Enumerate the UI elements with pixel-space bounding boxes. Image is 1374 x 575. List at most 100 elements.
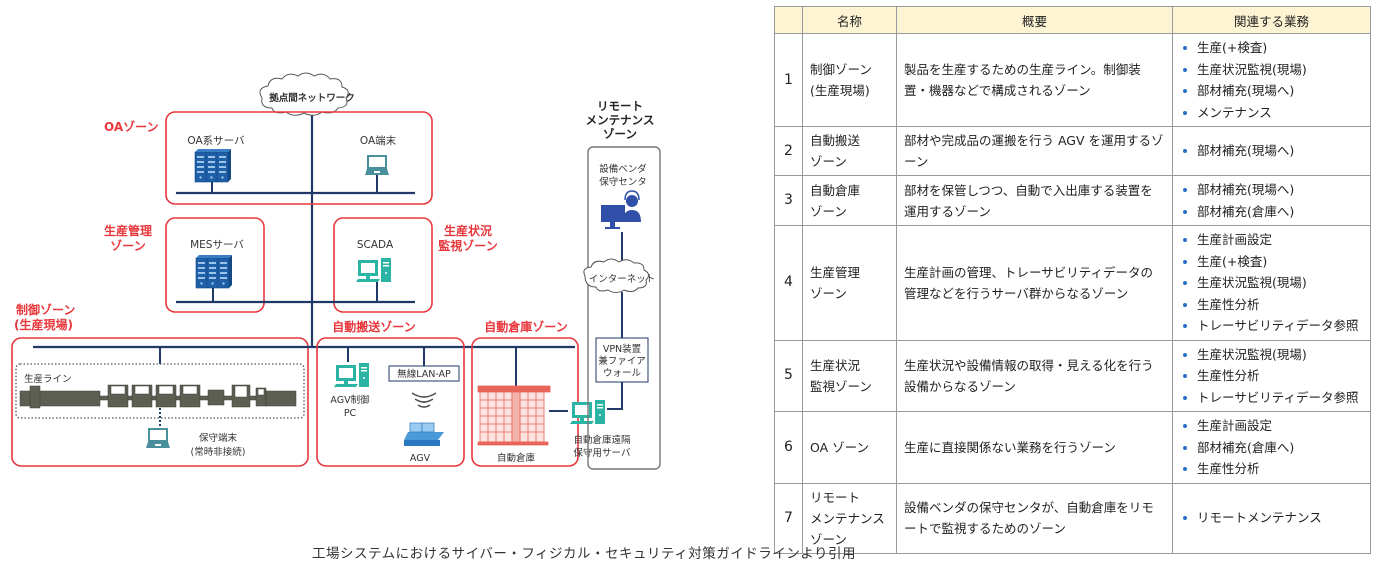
- vendor-center-label: 設備ベンダ: [599, 163, 647, 175]
- maintenance-terminal-label: 保守端末: [199, 432, 238, 444]
- header-num: [774, 6, 803, 34]
- mes-server-icon: [195, 254, 233, 289]
- source-caption: 工場システムにおけるサイバー・フィジカル・セキュリティ対策ガイドラインより引用: [312, 546, 856, 562]
- maintenance-terminal-laptop-icon: [146, 428, 170, 448]
- zone-name-line: リモート: [810, 489, 861, 505]
- task-item: 生産性分析: [1180, 458, 1363, 480]
- vpn-firewall-label-3: ウォール: [603, 368, 642, 379]
- header-summary: 概要: [896, 6, 1173, 34]
- zone-name-cell: 生産状況監視ゾーン: [802, 339, 897, 412]
- zone-name-line: 自動倉庫: [810, 182, 861, 198]
- task-item: リモートメンテナンス: [1180, 507, 1363, 529]
- support-operator-icon: [601, 190, 641, 229]
- header-tasks: 関連する業務: [1172, 6, 1371, 34]
- remote-zone-title: リモート: [597, 99, 643, 113]
- vpn-firewall-label-2: 兼ファイア: [598, 355, 646, 367]
- task-list: リモートメンテナンス: [1180, 507, 1363, 529]
- related-tasks-cell: 部材補充(現場へ): [1172, 126, 1371, 176]
- zone-summary-cell: 設備ベンダの保守センタが、自動倉庫をリモートで監視するためのゾーン: [896, 482, 1173, 554]
- row-number: 1: [774, 33, 803, 127]
- internet-label: インターネット: [589, 274, 656, 285]
- zone-name-line: 生産状況: [810, 357, 861, 373]
- task-item: 生産性分析: [1180, 365, 1363, 387]
- zone-name-line: 自動搬送: [810, 133, 861, 148]
- zone-name-line: ゾーン: [810, 531, 847, 547]
- zone-name-cell: 自動倉庫ゾーン: [802, 175, 897, 226]
- zone-name-line: (生産現場): [810, 83, 870, 98]
- task-item: 生産性分析: [1180, 294, 1363, 316]
- zone-name-line: 監視ゾーン: [810, 378, 872, 394]
- vendor-center-label-2: 保守センタ: [599, 176, 647, 188]
- monitoring-zone-box: [333, 217, 433, 313]
- vpn-firewall-label: VPN装置: [603, 343, 641, 355]
- monitoring-zone-label-2: 監視ゾーン: [438, 238, 497, 253]
- row-number: 6: [774, 411, 803, 484]
- table-header-row: 名称 概要 関連する業務: [774, 6, 1371, 34]
- task-list: 生産状況監視(現場)生産性分析トレーサビリティデータ参照: [1180, 344, 1363, 409]
- task-item: 生産計画設定: [1180, 415, 1363, 437]
- zone-name-cell: 自動搬送ゾーン: [802, 126, 897, 176]
- remote-zone-box: [587, 146, 661, 470]
- wireless-signal-icon: [411, 392, 437, 408]
- internet-cloud: インターネット: [583, 258, 656, 293]
- task-item: 部材補充(倉庫へ): [1180, 437, 1363, 459]
- zone-name-cell: リモートメンテナンスゾーン: [802, 482, 897, 554]
- task-list: 部材補充(現場へ): [1180, 140, 1363, 162]
- warehouse-zone-label: 自動倉庫ゾーン: [484, 319, 567, 334]
- zone-summary-cell: 部材や完成品の運搬を行う AGV を運用するゾーン: [896, 126, 1173, 176]
- task-item: 部材補充(倉庫へ): [1180, 201, 1363, 223]
- task-item: 部材補充(現場へ): [1180, 80, 1363, 102]
- task-list: 生産計画設定部材補充(倉庫へ)生産性分析: [1180, 415, 1363, 480]
- row-number: 2: [774, 126, 803, 176]
- agv-vehicle-icon: [404, 422, 444, 446]
- zone-summary-cell: 生産計画の管理、トレーサビリティデータの管理などを行うサーバ群からなるゾーン: [896, 225, 1173, 341]
- oa-terminal-label: OA端末: [360, 134, 397, 147]
- inter-site-network-label: 拠点間ネットワーク: [269, 92, 355, 104]
- row-number: 4: [774, 225, 803, 341]
- production-line-machines-icon: [19, 384, 297, 409]
- zone-summary-cell: 生産に直接関係ない業務を行うゾーン: [896, 411, 1173, 484]
- control-zone-label: 制御ゾーン: [16, 302, 75, 317]
- task-item: 部材補充(現場へ): [1180, 140, 1363, 162]
- zone-name-cell: 生産管理ゾーン: [802, 225, 897, 341]
- task-list: 生産計画設定生産(+検査)生産状況監視(現場)生産性分析トレーサビリティデータ参…: [1180, 229, 1363, 337]
- mes-server-label: MESサーバ: [190, 239, 244, 251]
- related-tasks-cell: 生産計画設定部材補充(倉庫へ)生産性分析: [1172, 411, 1371, 484]
- inter-site-network-cloud: 拠点間ネットワーク: [259, 72, 355, 116]
- table-row: 6 OA ゾーン 生産に直接関係ない業務を行うゾーン生産計画設定部材補充(倉庫へ)生…: [774, 411, 1371, 484]
- zone-name-line: メンテナンス: [810, 510, 885, 526]
- maintenance-terminal-label-2: (常時非接続): [191, 446, 246, 458]
- related-tasks-cell: 生産計画設定生産(+検査)生産状況監視(現場)生産性分析トレーサビリティデータ参…: [1172, 225, 1371, 341]
- wireless-ap-box: [388, 365, 460, 382]
- zone-name-line: ゾーン: [810, 203, 847, 219]
- zone-name-line: ゾーン: [810, 285, 847, 301]
- agv-control-pc-label-2: PC: [344, 408, 357, 419]
- zone-name-cell: OA ゾーン: [802, 411, 897, 484]
- production-mgmt-zone-label-2: ゾーン: [110, 238, 145, 253]
- task-item: 部材補充(現場へ): [1180, 179, 1363, 201]
- row-number: 5: [774, 339, 803, 412]
- header-name: 名称: [802, 6, 897, 34]
- task-list: 部材補充(現場へ)部材補充(倉庫へ): [1180, 179, 1363, 222]
- agv-label: AGV: [410, 453, 431, 464]
- zone-name-cell: 制御ゾーン(生産現場): [802, 33, 897, 127]
- scada-pc-icon: [356, 258, 391, 282]
- row-number: 3: [774, 175, 803, 226]
- production-line-label: 生産ライン: [24, 373, 72, 385]
- oa-zone-box: [165, 111, 433, 205]
- zone-name-line: OA ゾーン: [810, 439, 870, 455]
- task-item: 生産状況監視(現場): [1180, 59, 1363, 81]
- automated-warehouse-label: 自動倉庫: [497, 452, 536, 464]
- zone-summary-cell: 生産状況や設備情報の取得・見える化を行う設備からなるゾーン: [896, 339, 1173, 412]
- control-zone-box: [11, 337, 309, 467]
- production-line-area: [15, 363, 305, 419]
- task-item: トレーサビリティデータ参照: [1180, 315, 1363, 337]
- related-tasks-cell: 部材補充(現場へ)部材補充(倉庫へ): [1172, 175, 1371, 226]
- oa-terminal-laptop-icon: [365, 155, 389, 175]
- task-item: メンテナンス: [1180, 102, 1363, 124]
